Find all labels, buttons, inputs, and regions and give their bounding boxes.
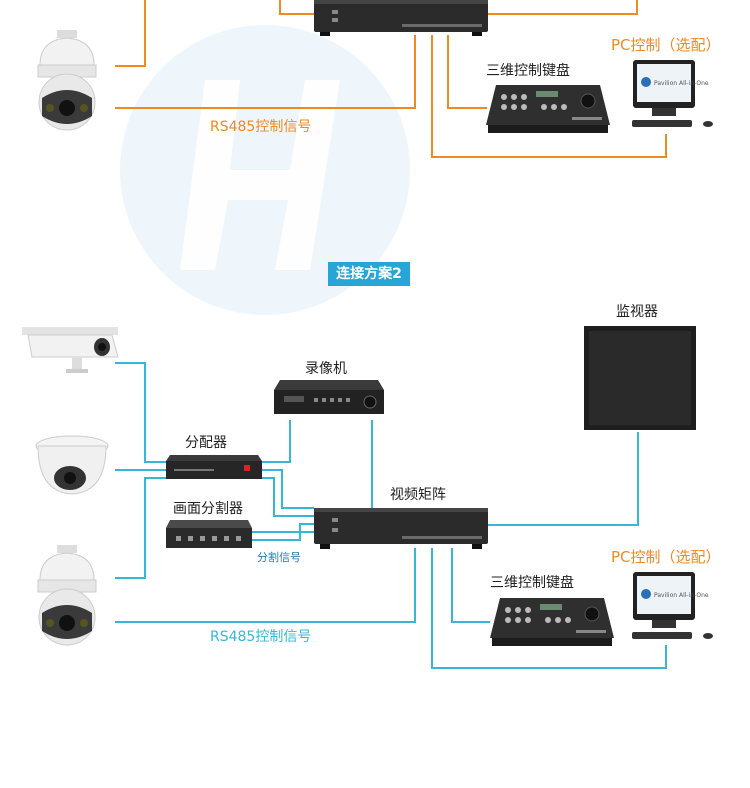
- speed-dome-camera-icon: [37, 30, 97, 131]
- keyboard-icon: [490, 598, 614, 646]
- splitter-icon: [166, 455, 262, 479]
- rs485-label-2: RS485控制信号: [210, 629, 312, 645]
- quad-divider-icon: [166, 520, 252, 548]
- matrix-label: 视频矩阵: [390, 487, 446, 503]
- pc-icon: Pavilion All-in-One: [632, 60, 713, 127]
- divider-signal-label: 分割信号: [257, 551, 301, 564]
- matrix-device-icon: [314, 0, 488, 36]
- pc-control-label-1: PC控制（选配）: [611, 36, 721, 54]
- speed-dome-camera-icon: [37, 545, 97, 646]
- keyboard-icon: [486, 85, 610, 133]
- rs485-label-1: RS485控制信号: [210, 119, 312, 135]
- pc-control-label-2: PC控制（选配）: [611, 548, 721, 566]
- monitor-icon: [584, 326, 696, 430]
- keyboard-label-1: 三维控制键盘: [486, 63, 570, 79]
- divider-label: 画面分割器: [173, 501, 243, 517]
- svg-text:Pavilion All-in-One: Pavilion All-in-One: [654, 592, 709, 599]
- keyboard-label-2: 三维控制键盘: [490, 575, 574, 591]
- dome-camera-icon: [35, 435, 109, 495]
- dvr-icon: [274, 380, 384, 414]
- splitter-label: 分配器: [185, 435, 227, 451]
- recorder-label: 录像机: [305, 361, 347, 377]
- monitor-label: 监视器: [616, 304, 658, 320]
- bullet-camera-icon: [22, 327, 119, 373]
- watermark-logo-icon: [120, 25, 410, 315]
- pc-icon: Pavilion All-in-One: [632, 572, 713, 639]
- matrix-device-icon: [314, 508, 488, 549]
- svg-text:Pavilion All-in-One: Pavilion All-in-One: [654, 80, 709, 87]
- scheme2-badge: 连接方案2: [328, 262, 410, 286]
